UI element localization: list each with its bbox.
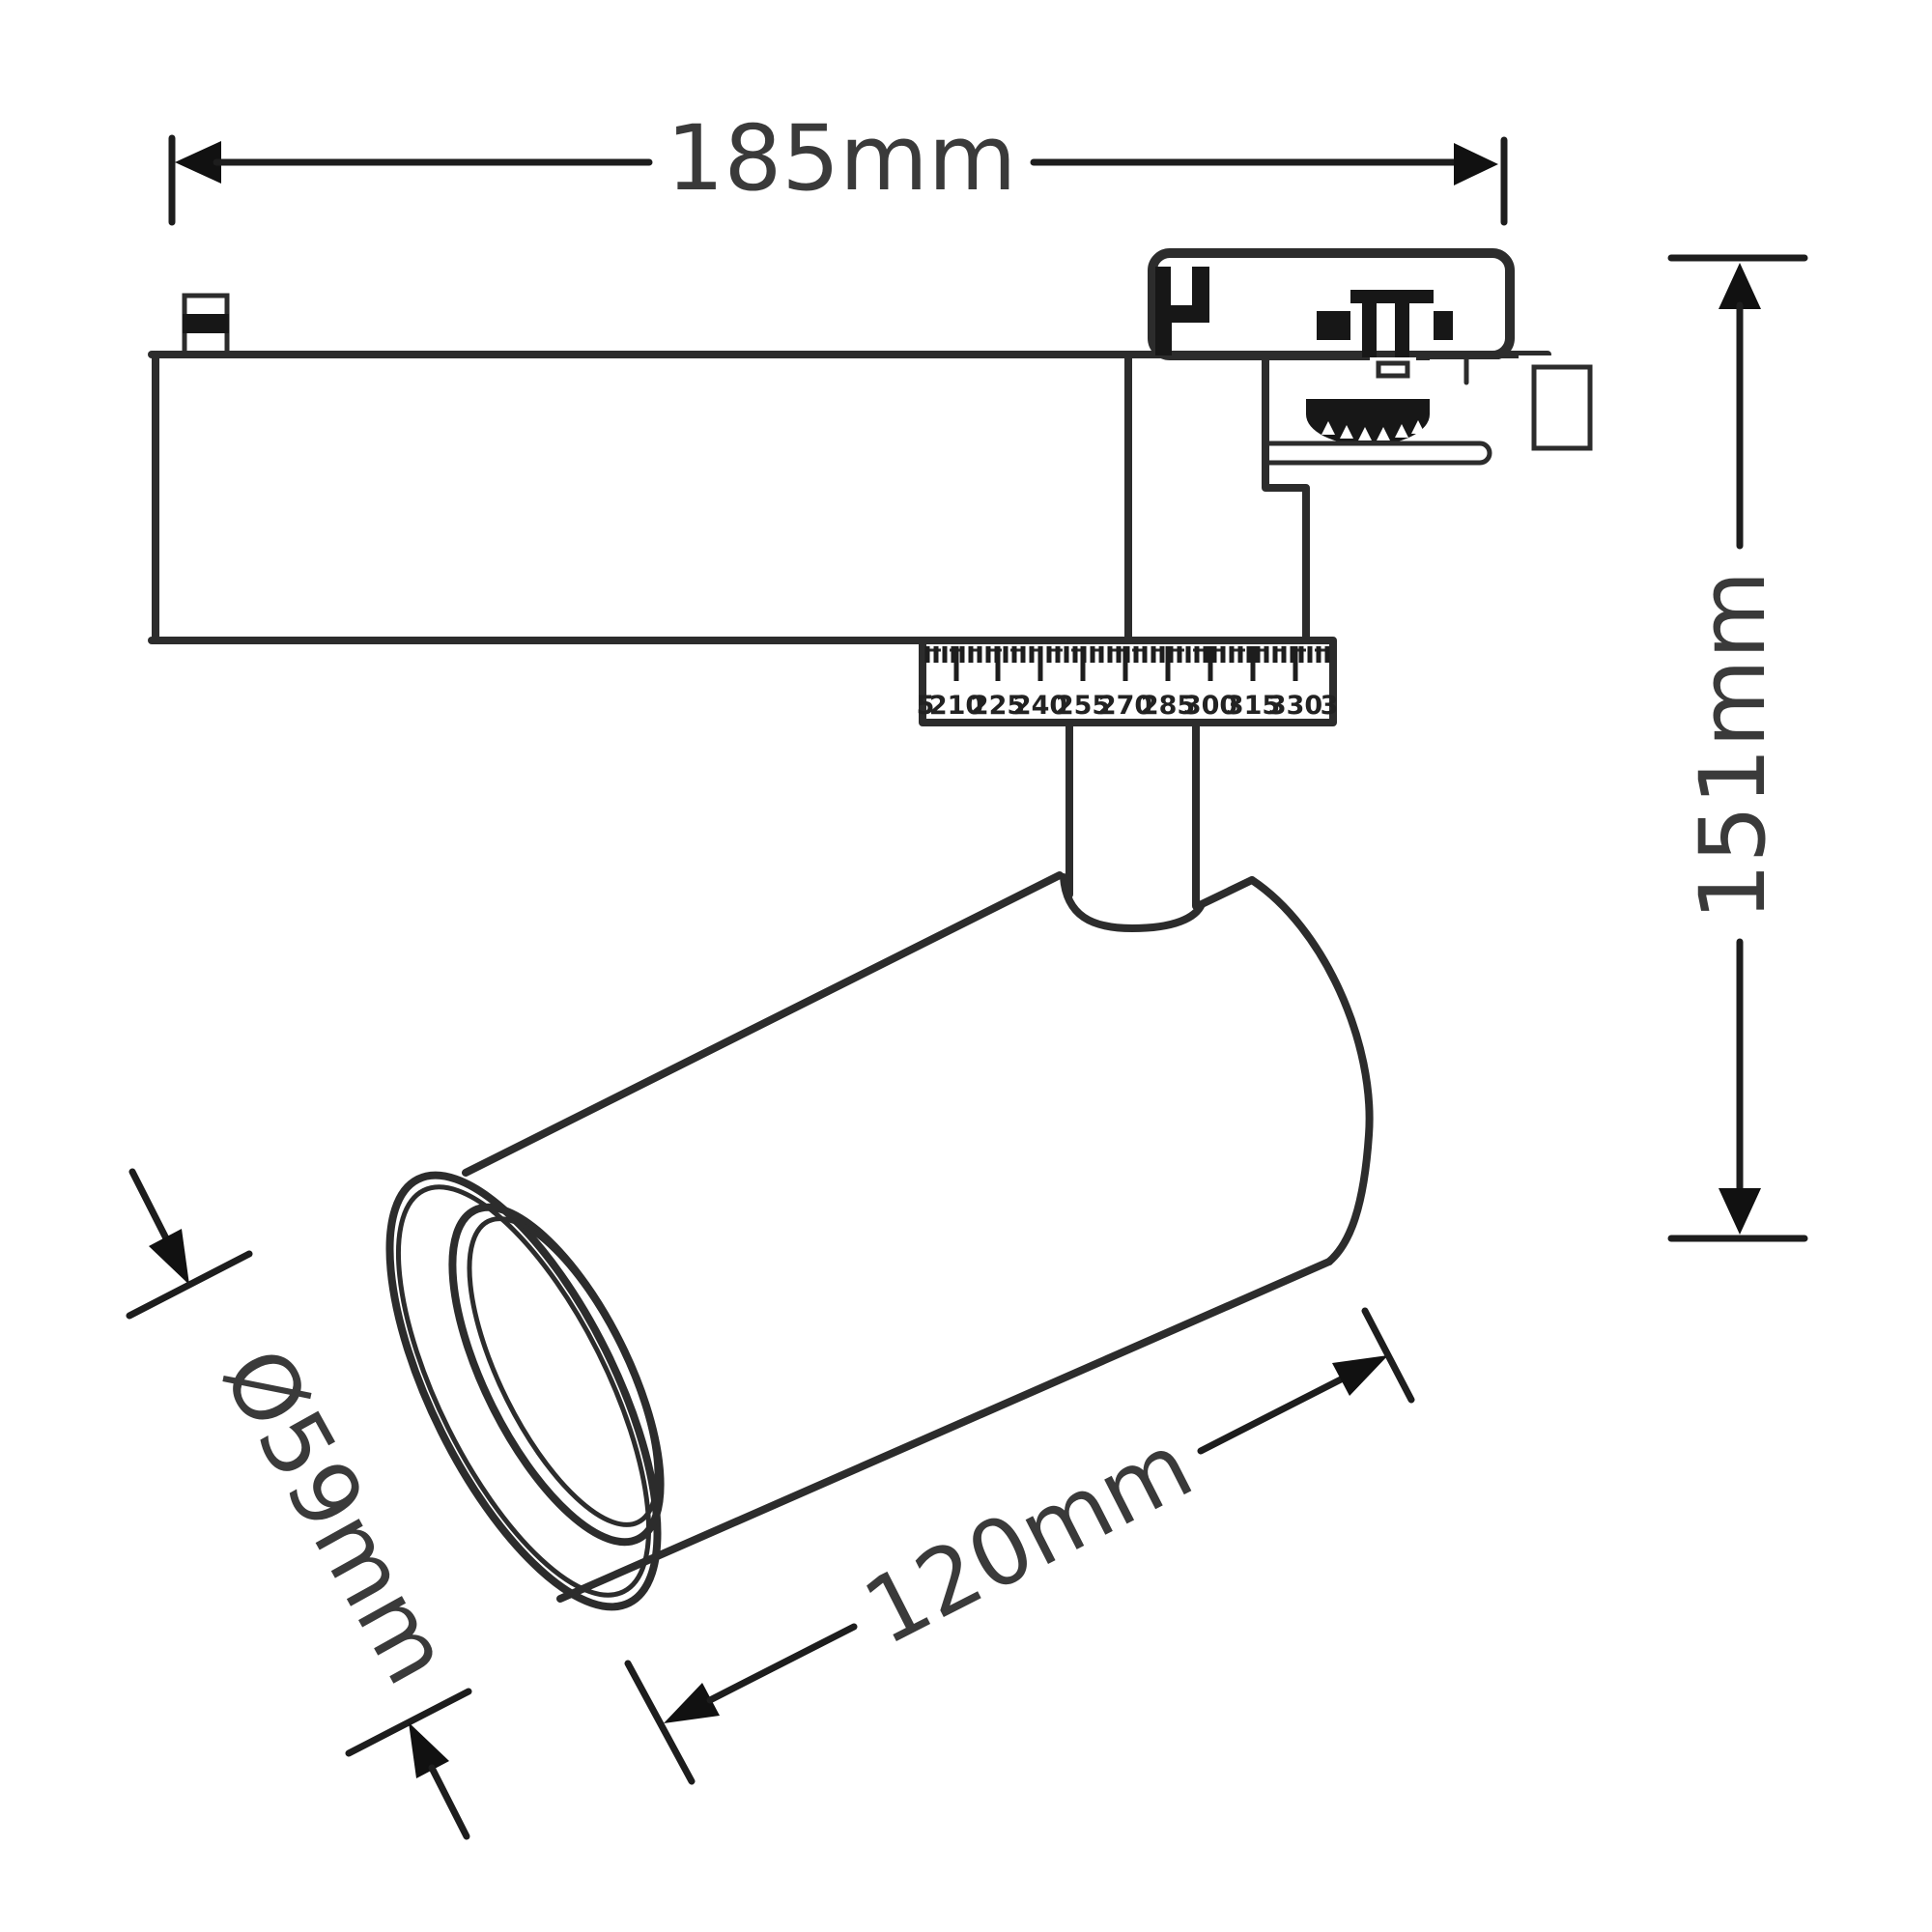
ruler-box xyxy=(919,637,1337,726)
dim-line xyxy=(428,1764,470,1840)
adapter-shell xyxy=(1148,248,1515,360)
stem-collar xyxy=(1060,873,1206,932)
dimension-height: 151mm xyxy=(1667,254,1808,1242)
ruler-label: 225 xyxy=(971,691,1025,721)
housing-top-tab xyxy=(182,293,230,356)
connector-bar xyxy=(1503,359,1519,454)
arrow-down-icon xyxy=(1719,1188,1761,1235)
track-adapter xyxy=(1148,248,1515,383)
ruler-label: 3 xyxy=(1321,691,1339,721)
grill-teeth xyxy=(1321,420,1425,440)
dim-line xyxy=(1197,1375,1347,1455)
ruler-label: 315 xyxy=(1226,691,1280,721)
ruler-label: 285 xyxy=(1141,691,1195,721)
tab-band xyxy=(183,314,229,333)
contact-top-bar xyxy=(1350,290,1434,303)
contact-tab-inner xyxy=(1376,360,1410,379)
lens-ring-3 xyxy=(448,1203,665,1547)
ruler-label: 210 xyxy=(929,691,983,721)
arrow-up-right-icon xyxy=(1332,1355,1388,1396)
lens-ring-2 xyxy=(395,1184,652,1598)
arrow-up-left-icon xyxy=(409,1722,449,1778)
dimension-lens-diameter: Ø59mm xyxy=(126,1168,472,1840)
arrow-down-right-icon xyxy=(149,1229,189,1285)
contact-leg xyxy=(1395,303,1409,357)
lamp-head xyxy=(385,871,1374,1611)
connector-body-inner xyxy=(1531,364,1593,451)
ruler-label: 255 xyxy=(1056,691,1110,721)
contact-leg xyxy=(1362,303,1377,357)
dim-tick xyxy=(624,1660,696,1785)
ruler-ticks xyxy=(924,646,1330,681)
contact-wing-right xyxy=(1434,311,1453,340)
stem xyxy=(1060,719,1206,932)
contact-wing-left xyxy=(1317,311,1350,340)
dim-tick xyxy=(1361,1307,1415,1404)
lens-face xyxy=(385,1171,665,1611)
dimension-width: 185mm xyxy=(168,106,1508,226)
arrow-right-icon xyxy=(1454,143,1498,185)
housing-step-edge xyxy=(1262,354,1310,644)
connector-block xyxy=(1264,355,1604,466)
arrow-down-left-icon xyxy=(664,1683,720,1723)
lens-ring-outer xyxy=(385,1171,662,1611)
ventilation-grill xyxy=(1306,399,1430,445)
adapter-clip xyxy=(1155,263,1209,355)
dimension-width-label: 185mm xyxy=(667,106,1017,212)
clip-notch xyxy=(1171,263,1192,305)
ruler-scale-labels: 5 210 225 240 255 270 285 300 315 330 3 xyxy=(917,691,1339,721)
dim-tick xyxy=(126,1250,253,1320)
ruler-label: 240 xyxy=(1013,691,1067,721)
arrow-left-icon xyxy=(175,141,221,184)
adapter-contact xyxy=(1317,290,1453,383)
lens-ring-inner xyxy=(467,1216,660,1527)
dimension-height-label: 151mm xyxy=(1681,571,1786,922)
ruler-label: 300 xyxy=(1183,691,1237,721)
driver-housing xyxy=(148,293,1551,644)
ruler-label: 5 xyxy=(917,691,935,721)
head-top-edge-rear xyxy=(1198,876,1256,908)
dim-line xyxy=(128,1168,171,1244)
head-rear-cap xyxy=(1248,876,1374,1265)
head-top-edge xyxy=(462,871,1064,1177)
dim-line xyxy=(706,1623,858,1704)
connector-band xyxy=(1264,440,1492,466)
ruler-label: 270 xyxy=(1098,691,1152,721)
dimension-body-length: 120mm xyxy=(624,1307,1415,1785)
head-bottom-edge xyxy=(556,1258,1333,1603)
angle-ruler: 5 210 225 240 255 270 285 300 315 330 3 xyxy=(917,637,1339,726)
ruler-label: 330 xyxy=(1268,691,1322,721)
arrow-up-icon xyxy=(1719,263,1761,309)
clip-foot xyxy=(1155,319,1172,355)
